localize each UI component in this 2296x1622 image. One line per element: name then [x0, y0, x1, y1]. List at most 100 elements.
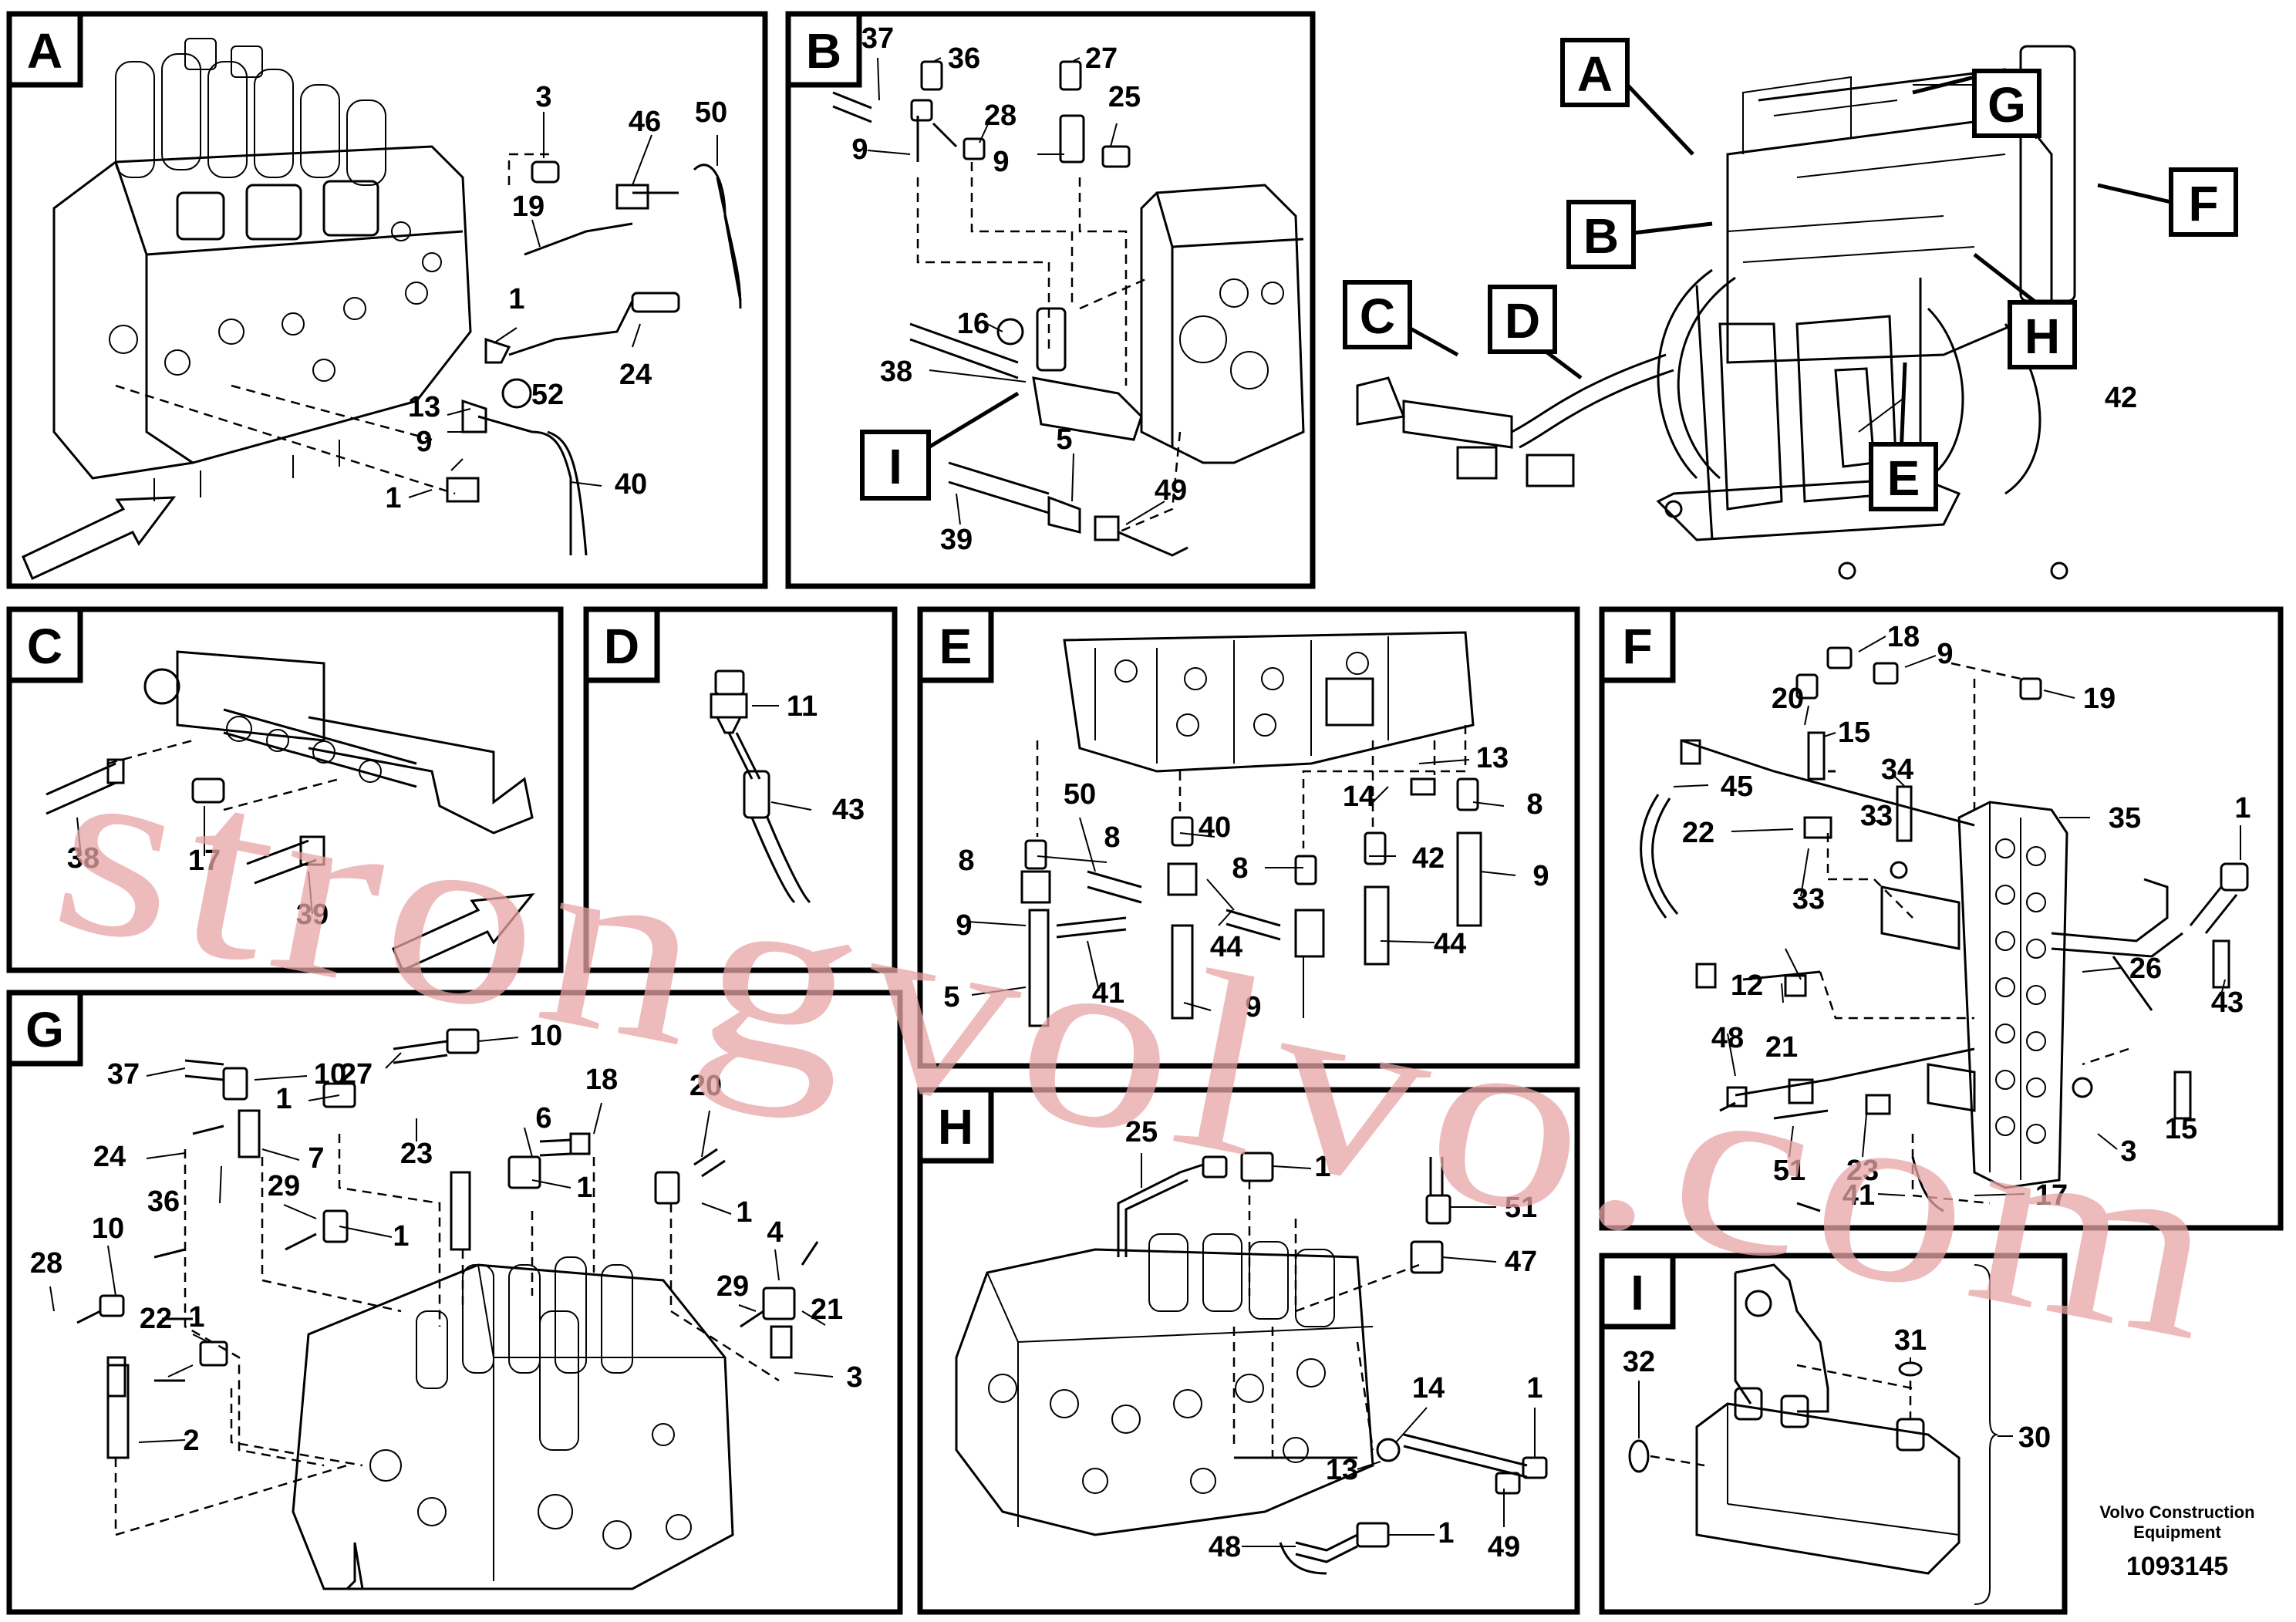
svg-text:1: 1 — [736, 1196, 752, 1229]
svg-text:51: 51 — [1505, 1192, 1537, 1224]
company-name-line2: Equipment — [2133, 1523, 2221, 1542]
svg-text:G: G — [1988, 77, 2026, 133]
svg-text:48: 48 — [1209, 1531, 1241, 1563]
svg-text:10: 10 — [314, 1058, 346, 1091]
svg-text:41: 41 — [1843, 1179, 1875, 1212]
svg-text:1: 1 — [1526, 1372, 1542, 1404]
svg-text:48: 48 — [1711, 1022, 1744, 1054]
svg-text:36: 36 — [147, 1185, 180, 1218]
svg-text:18: 18 — [585, 1064, 618, 1096]
svg-text:42: 42 — [1412, 842, 1445, 875]
svg-text:1: 1 — [1314, 1151, 1330, 1183]
svg-text:37: 37 — [861, 22, 894, 55]
svg-text:34: 34 — [1881, 754, 1913, 786]
svg-text:3: 3 — [2120, 1135, 2136, 1168]
leader-lines — [1141, 1153, 1536, 1547]
panel-a: A — [6, 11, 768, 589]
svg-text:3: 3 — [535, 81, 551, 113]
svg-text:21: 21 — [1765, 1031, 1798, 1064]
svg-text:22: 22 — [140, 1303, 172, 1335]
svg-text:44: 44 — [1210, 931, 1242, 963]
svg-text:1: 1 — [188, 1301, 204, 1334]
panel-g: G — [6, 990, 903, 1615]
callout-numbers: 13 14 8 50 8 40 8 8 42 9 9 44 44 5 41 9 — [943, 742, 1549, 1023]
svg-text:2: 2 — [183, 1425, 199, 1457]
svg-text:40: 40 — [615, 468, 647, 501]
footer-info: Volvo Construction Equipment 1093145 — [2099, 1502, 2254, 1581]
svg-text:15: 15 — [1838, 717, 1870, 749]
hoses-tubes — [1640, 739, 2238, 1212]
leader-lines — [867, 57, 1165, 525]
part-number: 1093145 — [2126, 1552, 2228, 1581]
assembly-dashes — [1819, 662, 2129, 1205]
panel-b: B — [785, 11, 1316, 589]
svg-text:41: 41 — [1092, 977, 1124, 1010]
manifold-block — [832, 60, 1188, 557]
svg-text:43: 43 — [832, 794, 865, 826]
svg-text:18: 18 — [1887, 621, 1920, 653]
svg-text:9: 9 — [416, 426, 432, 458]
svg-text:33: 33 — [1860, 800, 1893, 832]
svg-text:49: 49 — [1155, 474, 1187, 507]
svg-text:33: 33 — [1792, 883, 1825, 916]
assembly-dashes — [916, 162, 1182, 534]
hoses-fittings — [1020, 777, 1482, 1027]
bracket-drawing — [46, 650, 534, 885]
panel-letter: D — [604, 619, 639, 674]
svg-text:13: 13 — [1476, 742, 1509, 774]
callout-numbers: 38 17 39 — [67, 842, 329, 931]
svg-text:A: A — [1577, 46, 1613, 102]
svg-text:3: 3 — [846, 1361, 862, 1394]
overview-callouts: A G F B H C D 42 E — [1343, 38, 2238, 511]
svg-text:51: 51 — [1773, 1155, 1805, 1187]
panel-f: F — [1599, 606, 2284, 1231]
svg-text:24: 24 — [619, 359, 652, 391]
panel-letter: B — [806, 23, 841, 79]
svg-text:1: 1 — [393, 1220, 409, 1253]
svg-text:4: 4 — [767, 1216, 783, 1249]
overview-leaders — [1387, 75, 2172, 456]
svg-text:50: 50 — [1064, 778, 1096, 811]
svg-text:52: 52 — [531, 379, 564, 411]
flow-arrow — [22, 496, 177, 581]
watermark: strongvolvo.com — [35, 700, 2247, 1395]
svg-text:I: I — [888, 439, 902, 494]
svg-text:21: 21 — [811, 1293, 843, 1326]
panel-c: C 38 17 39 — [6, 606, 564, 973]
svg-text:1: 1 — [2234, 792, 2250, 824]
svg-text:20: 20 — [1772, 683, 1804, 715]
valve-section-drawing — [1140, 184, 1305, 464]
svg-text:19: 19 — [512, 191, 544, 223]
svg-text:13: 13 — [408, 391, 440, 423]
svg-text:7: 7 — [308, 1142, 324, 1175]
panel-e: E — [917, 606, 1580, 1069]
callout-numbers: 18 9 19 20 15 34 35 45 33 22 33 1 12 26 … — [1682, 621, 2251, 1212]
svg-text:28: 28 — [984, 99, 1017, 132]
panel-i: I 32 31 30 — [1599, 1253, 2068, 1615]
svg-text:50: 50 — [695, 96, 727, 129]
assembly-dashes — [1036, 725, 1467, 848]
svg-text:9: 9 — [1245, 991, 1261, 1023]
manifold-drawing — [1628, 1263, 1998, 1605]
callout-numbers: 25 1 51 47 14 1 13 49 48 1 — [1125, 1116, 1543, 1563]
svg-text:49: 49 — [1488, 1531, 1520, 1563]
svg-text:6: 6 — [535, 1102, 551, 1135]
svg-text:F: F — [2188, 176, 2218, 231]
svg-text:5: 5 — [1056, 423, 1072, 456]
svg-text:C: C — [1360, 288, 1395, 344]
svg-text:26: 26 — [2129, 953, 2162, 985]
svg-text:47: 47 — [1505, 1246, 1537, 1278]
svg-text:31: 31 — [1894, 1324, 1927, 1357]
svg-text:38: 38 — [67, 842, 99, 875]
control-valve-drawing — [52, 38, 555, 501]
svg-text:8: 8 — [1526, 788, 1542, 821]
svg-text:E: E — [1887, 450, 1920, 506]
svg-text:5: 5 — [943, 981, 959, 1013]
svg-text:13: 13 — [1326, 1454, 1358, 1486]
callout-numbers: 37 36 27 28 25 9 9 16 38 5 39 49 — [851, 22, 1187, 556]
svg-text:22: 22 — [1682, 817, 1714, 849]
svg-text:9: 9 — [1532, 860, 1549, 892]
callout-numbers: 11 43 — [787, 690, 865, 826]
svg-text:32: 32 — [1623, 1346, 1655, 1378]
svg-text:9: 9 — [1937, 638, 1953, 670]
